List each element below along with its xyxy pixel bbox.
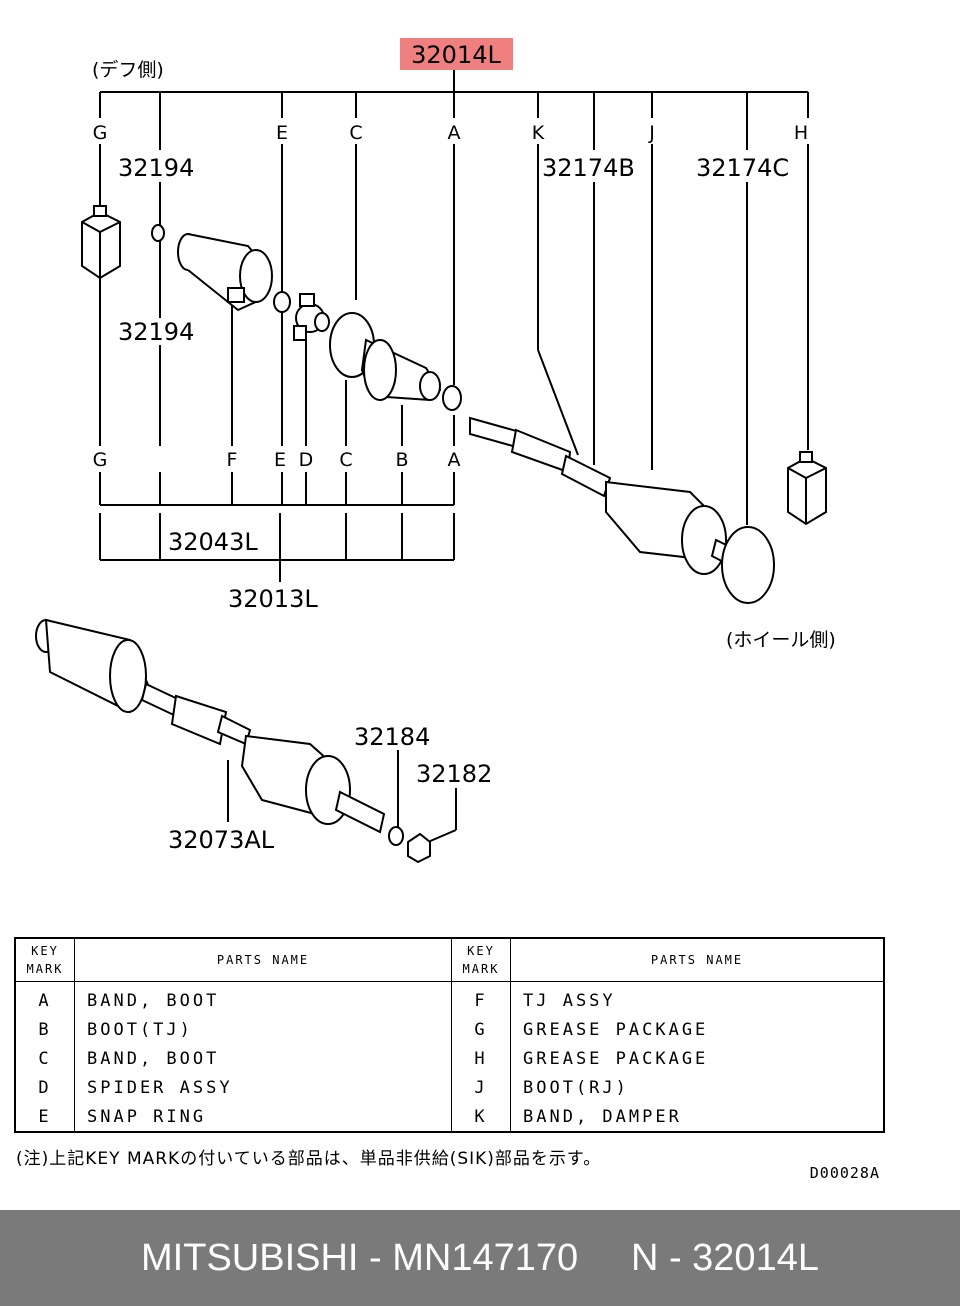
key-cell: A bbox=[14, 981, 75, 1015]
key-cell: H bbox=[451, 1044, 511, 1073]
part-name-cell: SNAP RING bbox=[74, 1102, 452, 1132]
key-bottom-e: E bbox=[274, 449, 286, 471]
part-name-cell: BOOT(TJ) bbox=[74, 1015, 452, 1044]
part-name-cell: TJ ASSY bbox=[510, 981, 885, 1015]
key-top-a: A bbox=[448, 122, 461, 144]
part-name-cell: BAND, BOOT bbox=[74, 1044, 452, 1073]
complete-shaft-assembly-drawing bbox=[35, 618, 386, 834]
parts-name-header-left: PARTS NAME bbox=[74, 937, 452, 982]
part-name-cell: GREASE PACKAGE bbox=[510, 1044, 885, 1073]
key-bottom-f: F bbox=[227, 449, 238, 471]
footer-title: MITSUBISHI - MN147170 N - 32014L bbox=[141, 1236, 819, 1279]
dust-cover-drawing bbox=[721, 526, 775, 604]
document-code: D00028A bbox=[809, 1164, 880, 1182]
key-top-j: J bbox=[648, 122, 655, 144]
nut-32182-drawing bbox=[407, 832, 431, 864]
table-row: B BOOT(TJ) G GREASE PACKAGE bbox=[14, 1015, 885, 1044]
key-top-k: K bbox=[532, 122, 545, 144]
key-bottom-b: B bbox=[395, 449, 408, 471]
tj-housing-drawing bbox=[177, 233, 273, 312]
part-name-cell: BAND, DAMPER bbox=[510, 1102, 885, 1132]
washer-32184-drawing bbox=[388, 826, 404, 846]
key-bottom-g: G bbox=[93, 449, 108, 471]
table-row: E SNAP RING K BAND, DAMPER bbox=[14, 1102, 885, 1132]
grease-package-h-drawing bbox=[787, 451, 827, 526]
part-number-32194-top[interactable]: 32194 bbox=[118, 154, 194, 182]
key-cell: J bbox=[451, 1073, 511, 1102]
part-number-32174B[interactable]: 32174B bbox=[542, 154, 635, 182]
table-row: D SPIDER ASSY J BOOT(RJ) bbox=[14, 1073, 885, 1102]
part-number-32013L[interactable]: 32013L bbox=[228, 585, 318, 613]
key-top-e: E bbox=[276, 122, 288, 144]
boot-tj-drawing bbox=[360, 338, 442, 402]
part-number-32184[interactable]: 32184 bbox=[354, 723, 430, 751]
table-row: C BAND, BOOT H GREASE PACKAGE bbox=[14, 1044, 885, 1073]
part-number-32043L[interactable]: 32043L bbox=[168, 528, 258, 556]
snap-ring-e-drawing bbox=[273, 291, 291, 313]
key-cell: E bbox=[14, 1102, 75, 1132]
part-number-32182[interactable]: 32182 bbox=[416, 760, 492, 788]
part-name-cell: GREASE PACKAGE bbox=[510, 1015, 885, 1044]
part-number-32014L[interactable]: 32014L bbox=[411, 41, 501, 69]
key-cell: B bbox=[14, 1015, 75, 1044]
spider-assy-drawing bbox=[293, 293, 330, 341]
grease-package-g-drawing bbox=[81, 205, 121, 280]
footnote: (注)上記KEY MARKの付いている部品は、単品非供給(SIK)部品を示す。 bbox=[16, 1149, 602, 1169]
table-row: A BAND, BOOT F TJ ASSY bbox=[14, 981, 885, 1015]
parts-diagram: 32014L (デフ側) (ホイール側) G E C A K J H G F E… bbox=[35, 38, 836, 864]
band-boot-a-drawing bbox=[442, 385, 462, 411]
part-number-32174C[interactable]: 32174C bbox=[696, 154, 789, 182]
part-number-32073AL[interactable]: 32073AL bbox=[168, 826, 275, 854]
key-bottom-a: A bbox=[448, 449, 461, 471]
highlight-box bbox=[400, 38, 513, 70]
key-top-c: C bbox=[349, 122, 362, 144]
footer-bar: MITSUBISHI - MN147170 N - 32014L bbox=[0, 1210, 960, 1306]
part-number-32194-mid[interactable]: 32194 bbox=[118, 318, 194, 346]
circlip-32194-drawing bbox=[151, 224, 165, 242]
key-cell: K bbox=[451, 1102, 511, 1132]
key-cell: D bbox=[14, 1073, 75, 1102]
key-bottom-c: C bbox=[339, 449, 352, 471]
key-top-h: H bbox=[794, 122, 808, 144]
part-name-cell: BOOT(RJ) bbox=[510, 1073, 885, 1102]
parts-name-header-right: PARTS NAME bbox=[510, 937, 885, 982]
wheel-side-label: (ホイール側) bbox=[726, 629, 836, 651]
key-top-g: G bbox=[93, 122, 108, 144]
key-bottom-d: D bbox=[299, 449, 314, 471]
key-cell: G bbox=[451, 1015, 511, 1044]
key-cell: C bbox=[14, 1044, 75, 1073]
part-name-cell: BAND, BOOT bbox=[74, 981, 452, 1015]
diff-side-label: (デフ側) bbox=[92, 59, 164, 81]
part-name-cell: SPIDER ASSY bbox=[74, 1073, 452, 1102]
key-cell: F bbox=[451, 981, 511, 1015]
